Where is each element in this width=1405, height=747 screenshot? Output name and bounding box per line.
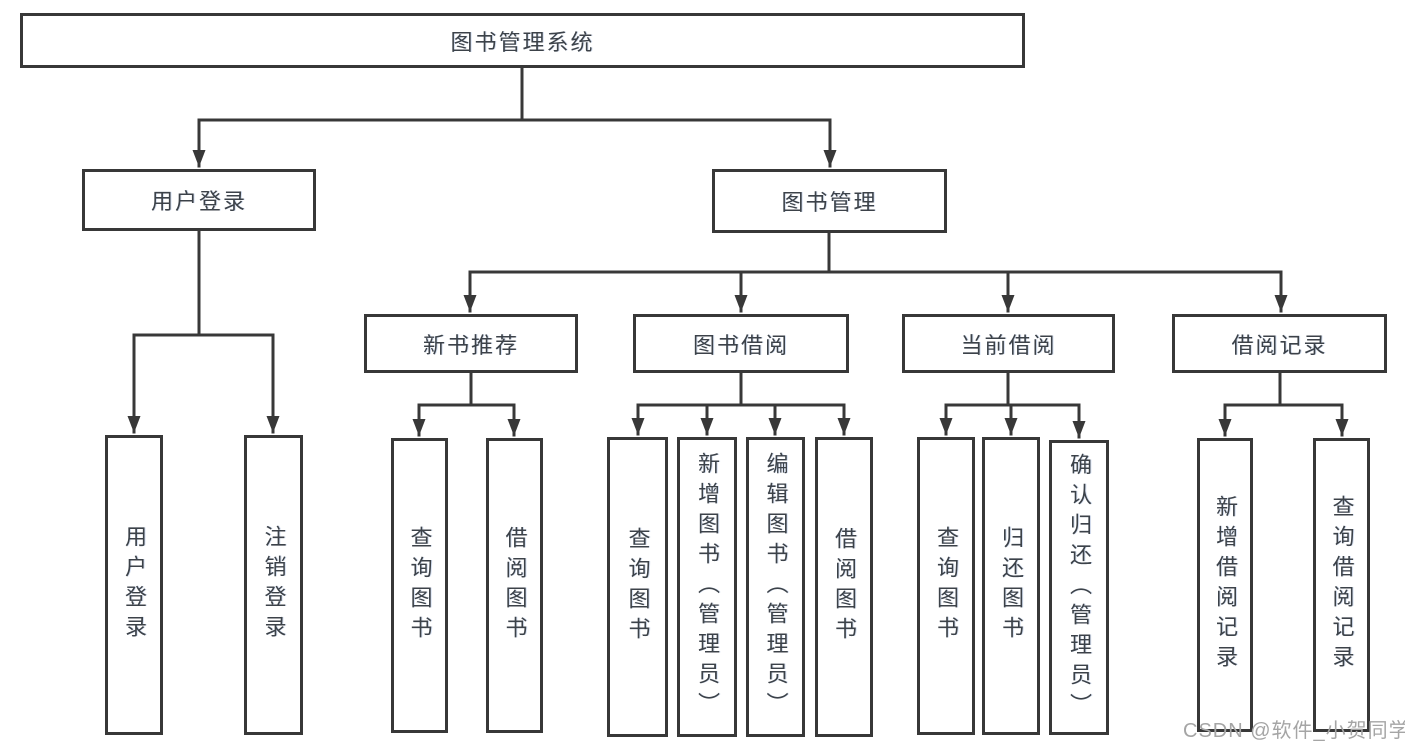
node-logout-label: 注销登录 [261, 525, 287, 645]
node-new-book-recommend: 新书推荐 [364, 314, 578, 373]
node-borrow-books-recommend-label: 借阅图书 [502, 525, 528, 646]
node-library-system: 图书管理系统 [20, 13, 1025, 68]
node-add-books-admin-label: 新增图书（管理员） [695, 452, 720, 722]
node-user-login: 用户登录 [82, 169, 316, 231]
node-query-books-recommend-label: 查询图书 [407, 525, 433, 646]
node-query-borrow-record: 查询借阅记录 [1313, 438, 1370, 732]
node-query-books-recommend: 查询图书 [391, 438, 448, 733]
node-book-borrowing-label: 图书借阅 [692, 332, 789, 358]
node-book-management: 图书管理 [712, 169, 947, 233]
node-user-login-leaf: 用户登录 [105, 435, 163, 735]
node-query-borrow-record-label: 查询借阅记录 [1329, 495, 1355, 675]
node-edit-books-admin-label: 编辑图书（管理员） [763, 452, 789, 722]
node-borrow-books-leaf: 借阅图书 [815, 437, 873, 737]
node-user-login-leaf-label: 用户登录 [122, 525, 147, 645]
node-query-books-current: 查询图书 [917, 437, 975, 735]
node-current-borrowing-label: 当前借阅 [960, 332, 1057, 358]
node-book-borrowing: 图书借阅 [633, 314, 849, 373]
node-query-books-current-label: 查询图书 [934, 526, 959, 646]
node-return-books-label: 归还图书 [999, 526, 1024, 646]
node-user-login-label: 用户登录 [150, 189, 247, 214]
csdn-watermark: CSDN @软件_小贺同学 [1183, 720, 1405, 742]
node-borrowing-records-label: 借阅记录 [1231, 332, 1328, 358]
node-confirm-return-admin: 确认归还（管理员） [1049, 440, 1109, 735]
node-new-book-recommend-label: 新书推荐 [422, 332, 519, 358]
node-book-management-label: 图书管理 [781, 190, 878, 215]
node-add-books-admin: 新增图书（管理员） [677, 437, 737, 737]
node-edit-books-admin: 编辑图书（管理员） [746, 437, 805, 737]
node-logout: 注销登录 [244, 435, 303, 735]
node-library-system-label: 图书管理系统 [450, 29, 595, 55]
node-borrow-books-recommend: 借阅图书 [486, 438, 543, 733]
node-borrowing-records: 借阅记录 [1172, 314, 1387, 373]
node-add-borrow-record: 新增借阅记录 [1197, 438, 1253, 732]
node-confirm-return-admin-label: 确认归还（管理员） [1067, 452, 1092, 723]
node-return-books: 归还图书 [982, 437, 1040, 735]
node-current-borrowing: 当前借阅 [902, 314, 1115, 373]
node-borrow-books-leaf-label: 借阅图书 [832, 527, 857, 647]
node-add-borrow-record-label: 新增借阅记录 [1213, 495, 1238, 675]
node-query-books-borrow: 查询图书 [607, 437, 668, 737]
node-query-books-borrow-label: 查询图书 [625, 527, 651, 647]
